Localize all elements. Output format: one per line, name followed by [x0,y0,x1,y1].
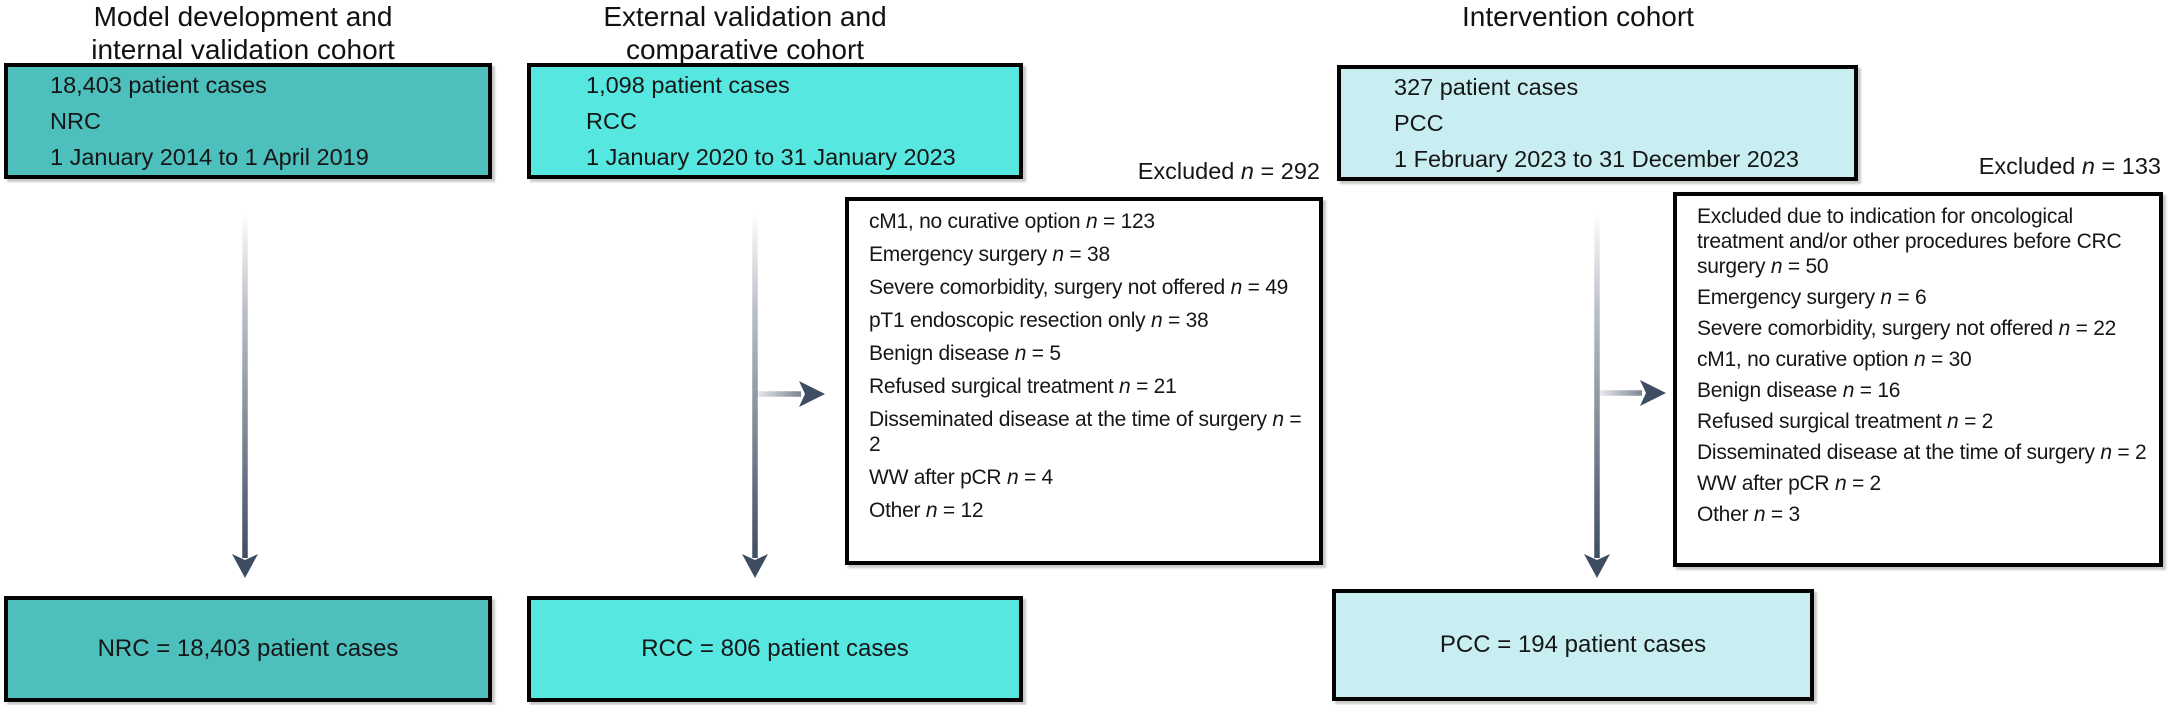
text-line: 1 January 2020 to 31 January 2023 [586,144,956,170]
exclusion-item: Emergency surgery n = 38 [869,243,1110,266]
exclusion-item: Other n = 12 [869,499,984,522]
rcc-final-text: RCC = 806 patient cases [641,635,909,662]
text-line: Model development and [93,1,393,32]
text-line: 327 patient cases [1394,74,1579,100]
pcc-final-box: PCC = 194 patient cases [1332,589,1814,701]
arrow-pcc-down [1584,215,1610,578]
exclusion-item: Severe comorbidity, surgery not offered … [1697,317,2117,340]
exclusion-item: Other n = 3 [1697,503,1800,526]
exclusion-item: cM1, no curative option n = 123 [869,210,1155,233]
arrow-pcc-excluded [1600,380,1666,406]
arrow-rcc-down [742,215,768,578]
exclusion-item: cM1, no curative option n = 30 [1697,348,1972,371]
pcc-exclusion-box: Excluded due to indication for oncologic… [1673,192,2163,567]
excluded-label-n-symbol: n [2081,153,2095,179]
text-line: External validation and [603,1,887,32]
nrc-final-text: NRC = 18,403 patient cases [97,635,399,662]
exclusion-item: Refused surgical treatment n = 21 [869,375,1177,398]
text-line: 1,098 patient cases [586,72,790,98]
exclusion-item: WW after pCR n = 4 [869,466,1053,489]
rcc-final-box: RCC = 806 patient cases [527,596,1023,702]
arrow-nrc-down [232,215,258,578]
text-line: RCC [586,108,637,134]
text-line: internal validation cohort [91,34,395,65]
exclusion-item: Emergency surgery n = 6 [1697,286,1927,309]
exclusion-item: Excluded due to indication for oncologic… [1697,205,2122,278]
nrc-final-box: NRC = 18,403 patient cases [4,596,492,702]
exclusion-item: WW after pCR n = 2 [1697,472,1881,495]
excluded-label-n-symbol: n [1240,158,1254,184]
exclusion-item: Disseminated disease at the time of surg… [869,408,1302,456]
exclusion-item: pT1 endoscopic resection only n = 38 [869,309,1209,332]
exclusion-item: Benign disease n = 16 [1697,379,1901,402]
text-line: NRC [50,108,101,134]
excluded-label-text: Excluded [1137,158,1235,184]
excluded-label-pcc: Excluded n = 133 [1861,153,2161,180]
exclusion-item: Disseminated disease at the time of surg… [1697,441,2147,464]
exclusion-item: Severe comorbidity, surgery not offered … [869,276,1289,299]
exclusion-item: Refused surgical treatment n = 2 [1697,410,1994,433]
pcc-final-text: PCC = 194 patient cases [1439,631,1707,658]
text-line: 18,403 patient cases [50,72,267,98]
text-line: 1 January 2014 to 1 April 2019 [50,144,369,170]
excluded-label-rcc: Excluded n = 292 [1020,158,1320,185]
arrow-rcc-excluded [757,381,825,407]
text-line: PCC [1394,110,1444,136]
excluded-label-value: = 133 [2101,153,2161,179]
text-line: Intervention cohort [1462,1,1694,32]
exclusion-item: Benign disease n = 5 [869,342,1061,365]
text-line: comparative cohort [625,34,865,65]
column-title-intervention: Intervention cohort [1328,0,1828,33]
excluded-label-value: = 292 [1260,158,1320,184]
excluded-label-text: Excluded [1978,153,2076,179]
text-line: 1 February 2023 to 31 December 2023 [1394,146,1799,172]
